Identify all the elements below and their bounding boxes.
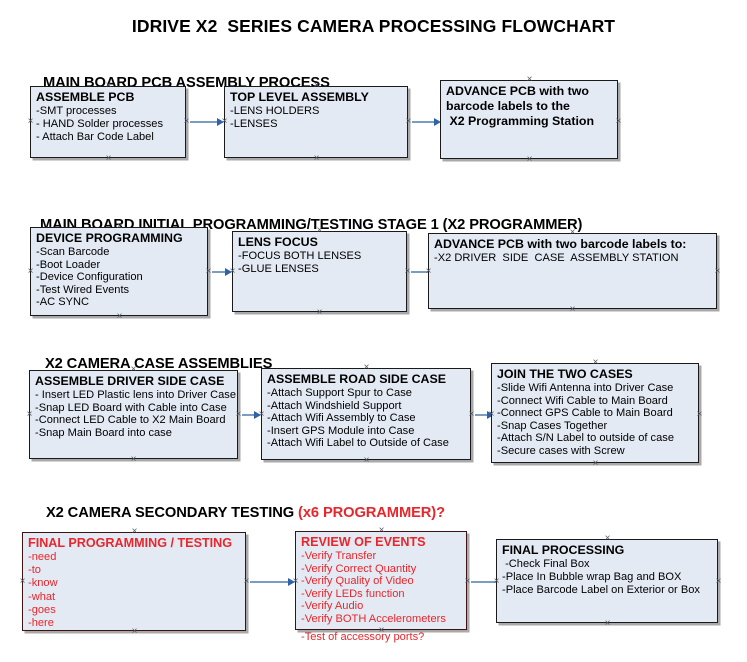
connector-arrowhead (434, 117, 441, 126)
box-title: ASSEMBLE PCB (36, 90, 135, 104)
page-title: IDRIVE X2 SERIES CAMERA PROCESSING FLOWC… (131, 16, 616, 36)
box-title-line3: X2 Programming Station (446, 114, 595, 128)
section-heading-text: X2 CAMERA SECONDARY TESTING (45, 505, 299, 521)
flow-box-final-processing[interactable]: FINAL PROCESSING -Check Final Box -Place… (496, 539, 718, 623)
flow-box-top-level-assembly[interactable]: TOP LEVEL ASSEMBLY -LENS HOLDERS -LENSES (224, 86, 408, 158)
connector-line (190, 121, 219, 123)
box-title: JOIN THE TWO CASES (497, 367, 633, 381)
box-line: -to (28, 564, 41, 577)
box-line: -Attach Wifi Assembly to Case (267, 412, 416, 425)
box-line: -Snap Cases Together (497, 419, 608, 432)
box-line: -Place Barcode Label on Exterior or Box (502, 584, 700, 597)
box-line: -Attach Support Spur to Case (267, 387, 412, 399)
box-line: -Verify Audio (301, 600, 364, 613)
flow-box-advance-pcb-driver-side-case[interactable]: ADVANCE PCB with two barcode labels to: … (428, 233, 717, 309)
box-title: REVIEW OF EVENTS (301, 535, 426, 549)
flow-box-device-programming[interactable]: DEVICE PROGRAMMING -Scan Barcode -Boot L… (30, 227, 208, 316)
section-heading-text: X2 CAMERA CASE ASSEMBLIES (44, 356, 273, 372)
box-line: -X2 DRIVER SIDE CASE ASSEMBLY STATION (434, 252, 679, 264)
connector-line (411, 271, 434, 273)
box-title: ASSEMBLE DRIVER SIDE CASE (35, 374, 225, 388)
box-line: -Attach Wifi Label to Outside of Case (267, 437, 449, 450)
connector-arrowhead (217, 117, 224, 126)
box-line: -GLUE LENSES (238, 263, 319, 276)
connector-arrowhead (288, 577, 295, 586)
box-title: ADVANCE PCB with two barcode labels to: (434, 237, 687, 251)
box-line: -AC SYNC (36, 296, 90, 309)
box-line: -LENS HOLDERS (230, 105, 320, 117)
box-line: -here (28, 617, 54, 630)
box-line: -need (28, 551, 57, 563)
box-line: -LENSES (230, 118, 278, 131)
box-line: -Place In Bubble wrap Bag and BOX (502, 571, 682, 584)
box-line: -Insert GPS Module into Case (267, 424, 415, 437)
box-line: -goes (28, 603, 56, 616)
flow-box-join-the-two-cases[interactable]: JOIN THE TWO CASES -Slide Wifi Antenna i… (491, 363, 699, 463)
box-line: -Verify LEDs function (301, 587, 405, 600)
flow-box-assemble-road-side-case[interactable]: ASSEMBLE ROAD SIDE CASE -Attach Support … (261, 368, 471, 460)
connector-arrowhead (487, 410, 494, 419)
box-line: -Connect GPS Cable to Main Board (497, 407, 673, 420)
box-title: TOP LEVEL ASSEMBLY (230, 90, 369, 104)
box-line: -Snap Main Board into case (35, 426, 172, 439)
flow-box-assemble-driver-side-case[interactable]: ASSEMBLE DRIVER SIDE CASE - Insert LED P… (29, 370, 238, 459)
section-heading-x2-camera-secondary-testing: X2 CAMERA SECONDARY TESTING (x6 PROGRAMM… (30, 489, 445, 537)
box-title-line2: barcode labels to the (446, 99, 570, 113)
box-line: -Device Configuration (36, 271, 143, 284)
flow-box-lens-focus[interactable]: LENS FOCUS -FOCUS BOTH LENSES -GLUE LENS… (232, 231, 407, 312)
box-line: -Secure cases with Screw (497, 444, 625, 457)
box-line: -what (28, 590, 56, 603)
box-line: -Scan Barcode (36, 246, 110, 258)
section-heading-x2-camera-case-assemblies: X2 CAMERA CASE ASSEMBLIES (29, 340, 272, 388)
connector-line (475, 414, 489, 416)
box-title: FINAL PROCESSING (502, 543, 625, 557)
box-line: -Verify BOTH Accelerometers (301, 612, 446, 625)
box-line: -Verify Transfer (301, 550, 377, 562)
box-line: -Test Wired Events (36, 283, 130, 296)
flow-box-assemble-pcb[interactable]: ASSEMBLE PCB -SMT processes - HAND Solde… (30, 86, 186, 158)
connector-line (212, 271, 227, 273)
flow-box-advance-pcb-programming-station[interactable]: ADVANCE PCB with two barcode labels to t… (440, 80, 618, 159)
box-line: -Connect LED Cable to X2 Main Board (35, 414, 226, 427)
box-title: DEVICE PROGRAMMING (36, 231, 183, 245)
flow-box-review-of-events[interactable]: REVIEW OF EVENTS -Verify Transfer -Verif… (295, 531, 467, 643)
flow-box-final-programming-testing[interactable]: FINAL PROGRAMMING / TESTING -need -to -k… (22, 532, 246, 631)
box-line: -Attach S/N Label to outside of case (497, 432, 674, 445)
box-title: ASSEMBLE ROAD SIDE CASE (267, 372, 446, 386)
box-line: - Attach Bar Code Label (36, 131, 154, 144)
box-line: -FOCUS BOTH LENSES (238, 250, 362, 262)
box-title: FINAL PROGRAMMING / TESTING (28, 536, 233, 550)
connector-line (250, 581, 290, 583)
box-line: - HAND Solder processes (36, 118, 164, 131)
box-line: -SMT processes (36, 105, 117, 117)
section-heading-accent: (x6 PROGRAMMER)? (298, 505, 445, 521)
box-line: -Check Final Box (502, 558, 590, 570)
box-line: - Insert LED Plastic lens into Driver Ca… (35, 389, 236, 401)
box-line: -Connect Wifi Cable to Main Board (497, 394, 668, 407)
box-line: -Boot Loader (36, 258, 101, 271)
box-title: ADVANCE PCB with two (446, 84, 589, 98)
box-line: -Verify Quality of Video (301, 575, 414, 588)
box-overflow-line: -Test of accessory ports? (301, 631, 425, 643)
box-line: -Slide Wifi Antenna into Driver Case (497, 382, 674, 394)
connector-line (242, 414, 256, 416)
connector-arrowhead (225, 267, 232, 276)
connector-line (412, 121, 436, 123)
connector-line (471, 581, 504, 583)
box-line: -Attach Windshield Support (267, 399, 402, 412)
connector-arrowhead (254, 410, 261, 419)
box-line: -Verify Correct Quantity (301, 562, 417, 575)
box-title: LENS FOCUS (238, 235, 318, 249)
box-line: -know (28, 577, 58, 590)
box-line: -Snap LED Board with Cable into Case (35, 401, 227, 414)
